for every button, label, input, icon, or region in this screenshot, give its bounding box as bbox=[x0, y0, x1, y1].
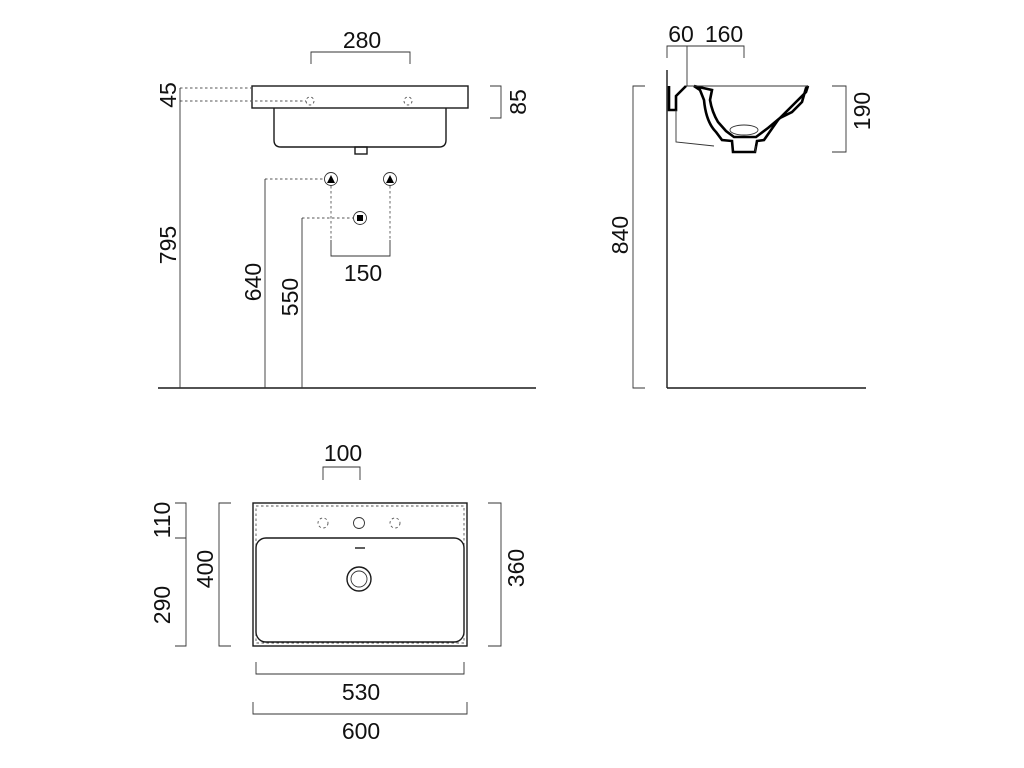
top-dim-label-100: 100 bbox=[324, 440, 362, 466]
side-dim-bracket-160 bbox=[687, 45, 745, 58]
front-view: 280 45 85 795 640 550 150 bbox=[155, 27, 536, 389]
side-basin-section bbox=[693, 84, 810, 154]
front-dim-bracket-280 bbox=[310, 51, 411, 64]
side-view: 60 160 190 840 bbox=[607, 21, 875, 389]
top-dim-bracket-400 bbox=[218, 502, 231, 647]
top-tap-hole-center bbox=[353, 517, 365, 529]
front-basin-rim bbox=[251, 85, 469, 109]
front-dim-label-640: 640 bbox=[240, 263, 266, 301]
front-dim-label-85: 85 bbox=[505, 89, 531, 115]
top-dim-label-290: 290 bbox=[149, 586, 175, 624]
front-tap-hole-right bbox=[403, 96, 413, 106]
top-dim-label-600: 600 bbox=[342, 718, 380, 744]
front-basin-bowl bbox=[273, 108, 447, 148]
top-basin-bowl bbox=[255, 537, 465, 643]
front-dim-bracket-85 bbox=[490, 85, 502, 119]
front-dim-label-550: 550 bbox=[277, 278, 303, 316]
top-basin-outline bbox=[252, 502, 468, 647]
front-tap-hole-left bbox=[305, 96, 315, 106]
supply-valve-left-icon bbox=[327, 175, 335, 183]
top-drain-inner bbox=[350, 570, 368, 588]
front-dim-label-45: 45 bbox=[155, 82, 181, 108]
side-dim-label-160: 160 bbox=[705, 21, 743, 47]
top-basin-hidden-edge bbox=[255, 505, 465, 644]
side-dim-bracket-60 bbox=[666, 45, 688, 86]
top-dim-label-110: 110 bbox=[149, 502, 175, 539]
supply-valve-left bbox=[324, 172, 338, 186]
top-dim-bracket-110-290 bbox=[175, 502, 187, 647]
top-dim-label-530: 530 bbox=[342, 679, 380, 705]
side-basin-back-lip bbox=[667, 85, 687, 112]
top-dim-bracket-600 bbox=[252, 702, 468, 715]
front-dim-label-280: 280 bbox=[343, 27, 381, 53]
front-drain-stub bbox=[354, 146, 368, 155]
supply-valve-right bbox=[383, 172, 397, 186]
top-dim-bracket-530 bbox=[255, 662, 465, 675]
front-dim-label-795: 795 bbox=[155, 226, 181, 264]
drain-outlet-icon bbox=[357, 215, 363, 221]
side-dim-bracket-840 bbox=[632, 85, 645, 389]
top-dim-label-360: 360 bbox=[503, 549, 529, 587]
supply-valve-right-icon bbox=[386, 175, 394, 183]
side-dim-bracket-190 bbox=[832, 85, 847, 153]
front-dim-bracket-150 bbox=[330, 240, 391, 257]
top-dim-bracket-360 bbox=[488, 502, 502, 647]
drain-outlet bbox=[353, 211, 367, 225]
top-view: 100 110 290 400 360 530 600 bbox=[149, 440, 529, 744]
side-dim-label-840: 840 bbox=[607, 216, 633, 254]
side-basin-outline bbox=[675, 85, 808, 153]
top-drain-outer bbox=[346, 566, 372, 592]
side-dim-label-190: 190 bbox=[849, 92, 875, 130]
top-tap-hole-right bbox=[389, 517, 401, 529]
top-tap-hole-left bbox=[317, 517, 329, 529]
front-dim-label-150: 150 bbox=[344, 260, 382, 286]
side-dim-label-60: 60 bbox=[668, 21, 694, 47]
top-dim-label-400: 400 bbox=[192, 550, 218, 588]
side-drain-opening bbox=[729, 124, 759, 136]
top-dim-bracket-100 bbox=[322, 466, 361, 480]
